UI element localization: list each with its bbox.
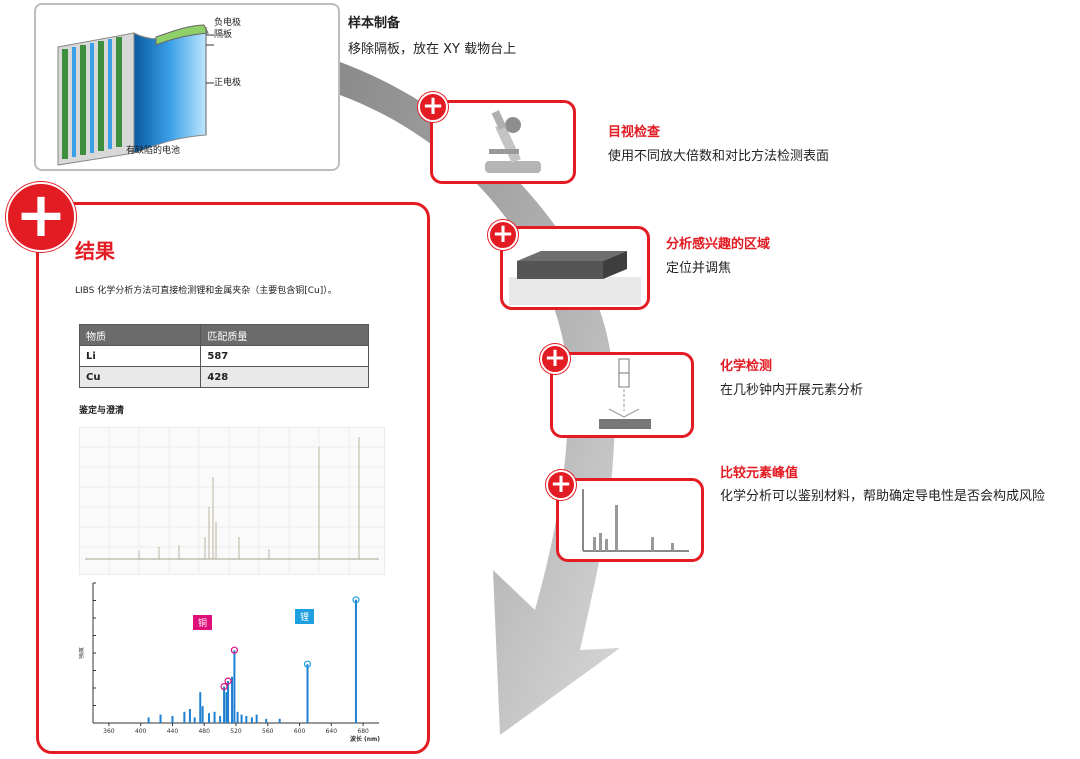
marked-peak-li — [303, 660, 312, 668]
table-row: Cu 428 — [78, 366, 369, 388]
sample-block-icon — [509, 251, 641, 305]
chart-x-tick-label: 480 — [198, 728, 210, 735]
laser-ablation-icon — [599, 358, 651, 429]
table-header-substance: 物质 — [78, 324, 202, 346]
step2-title: 分析感兴趣的区域 — [666, 237, 771, 252]
step3-title: 化学检测 — [720, 359, 773, 374]
step3-desc: 在几秒钟内开展元素分析 — [720, 383, 864, 398]
step1-desc: 使用不同放大倍数和对比方法检测表面 — [608, 149, 830, 164]
chart-x-tick-label: 680 — [357, 728, 369, 735]
table-header-match-quality: 匹配质量 — [200, 324, 369, 346]
table-cell: 428 — [200, 366, 369, 388]
battery-illustration: 负电极 隔板 正电极 有缺陷的电池 — [34, 3, 340, 171]
step4-title: 比较元素峰值 — [720, 466, 799, 481]
section-label: 鉴定与澄清 — [79, 406, 125, 416]
sample-title: 样本制备 — [348, 16, 401, 31]
result-intro: LIBS 化学分析方法可直接检测锂和金属夹杂（主要包含铜[Cu]）。 — [75, 286, 337, 296]
raw-spectrum-thumbnail — [79, 427, 385, 575]
step3-plus-icon: + — [540, 344, 570, 374]
result-table: 物质 匹配质量 Li 587 Cu 428 — [78, 324, 369, 388]
illustration-caption: 有缺陷的电池 — [126, 146, 181, 156]
step4-plus-icon: + — [546, 470, 576, 500]
chart-x-tick-label: 520 — [230, 728, 242, 735]
step4-desc: 化学分析可以鉴别材料，帮助确定导电性是否会构成风险 — [720, 489, 1046, 504]
marked-peak-li — [352, 596, 360, 604]
chart-x-tick-label: 360 — [103, 728, 115, 735]
marked-peak-cu — [230, 646, 239, 654]
result-title: 结果 — [75, 239, 115, 263]
step-chemical-detection-box — [550, 352, 694, 438]
defective-battery-icon — [57, 24, 214, 166]
table-cell: 587 — [200, 345, 369, 367]
chart-xlabel: 波长 (nm) — [350, 735, 380, 743]
result-panel: 结果 LIBS 化学分析方法可直接检测锂和金属夹杂（主要包含铜[Cu]）。 物质… — [36, 202, 430, 754]
step2-plus-icon: + — [488, 220, 518, 250]
table-cell: Cu — [78, 366, 202, 388]
chart-x-tick-label: 640 — [326, 728, 338, 735]
label-negative-electrode: 负电极 — [214, 18, 242, 28]
chart-x-tick-label: 400 — [135, 728, 147, 735]
cu-tag: 铜 — [193, 615, 213, 630]
step1-title: 目视检查 — [608, 125, 661, 140]
marked-peak-cu — [224, 677, 232, 685]
step1-plus-icon: + — [418, 92, 448, 122]
step-region-of-interest-box — [500, 226, 650, 310]
chart-ylabel: 强度 — [79, 647, 85, 659]
label-separator: 隔板 — [214, 30, 233, 40]
result-plus-icon: + — [6, 182, 76, 252]
marked-peak-cu — [220, 682, 228, 691]
spectrum-peaks-icon — [582, 489, 689, 552]
table-row: Li 587 — [78, 345, 369, 367]
step-compare-peaks-box — [556, 478, 704, 562]
chart-x-tick-label: 440 — [167, 728, 179, 735]
microscope-icon — [485, 110, 541, 173]
label-positive-electrode: 正电极 — [214, 78, 242, 88]
step-visual-inspection-box — [430, 100, 576, 184]
sample-desc: 移除隔板，放在 XY 载物台上 — [348, 42, 517, 57]
chart-x-tick-label: 600 — [294, 728, 306, 735]
li-tag: 锂 — [295, 609, 315, 624]
chart-x-tick-label: 560 — [262, 728, 274, 735]
step2-desc: 定位并调焦 — [666, 261, 732, 276]
table-cell: Li — [78, 345, 202, 367]
